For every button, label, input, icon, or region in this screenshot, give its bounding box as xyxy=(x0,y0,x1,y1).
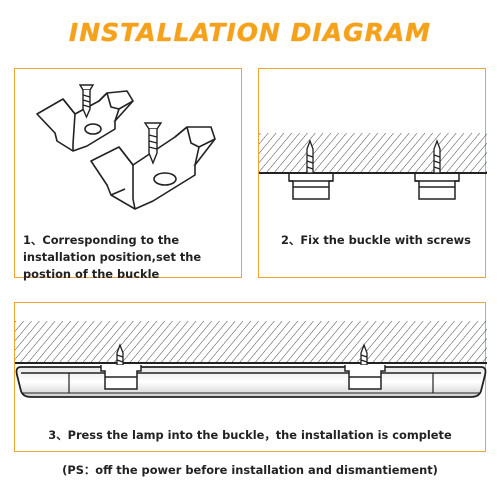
step-2-number: 2、 xyxy=(281,233,301,247)
step-3-panel: 3、Press the lamp into the buckle，the ins… xyxy=(14,302,487,452)
ceiling-hatch xyxy=(259,133,487,173)
step-3-text: Press the lamp into the buckle，the insta… xyxy=(67,428,452,442)
ceiling-hatch xyxy=(15,321,487,363)
step-1-number: 1、 xyxy=(23,233,43,247)
screw-icon xyxy=(143,122,163,165)
diagram-title: INSTALLATION DIAGRAM xyxy=(68,18,432,47)
screw-icon xyxy=(306,139,314,174)
mounting-clip-icon xyxy=(344,365,386,390)
step-1-text: Corresponding to the installation positi… xyxy=(23,233,202,281)
step-2-panel: 2、Fix the buckle with screws xyxy=(258,68,487,278)
step-1-caption: 1、Corresponding to the installation posi… xyxy=(23,232,239,283)
mounting-clip-icon xyxy=(288,174,334,200)
screw-icon xyxy=(78,84,95,119)
mounting-clip-icon xyxy=(36,90,134,152)
step-2-illustration xyxy=(259,133,487,200)
screw-icon xyxy=(433,139,441,174)
step-3-illustration xyxy=(15,321,487,398)
step-2-text: Fix the buckle with screws xyxy=(300,233,471,247)
mounting-clip-icon xyxy=(414,174,460,200)
step-1-illustration xyxy=(36,84,216,210)
safety-note: (PS：off the power before installation an… xyxy=(62,463,438,477)
step-1-panel: 1、Corresponding to the installation posi… xyxy=(14,68,242,281)
lamp-housing xyxy=(15,366,487,398)
step-3-caption: 3、Press the lamp into the buckle，the ins… xyxy=(15,427,485,444)
step-2-caption: 2、Fix the buckle with screws xyxy=(281,232,481,249)
mounting-clip-icon xyxy=(100,365,142,390)
step-3-number: 3、 xyxy=(48,428,68,442)
